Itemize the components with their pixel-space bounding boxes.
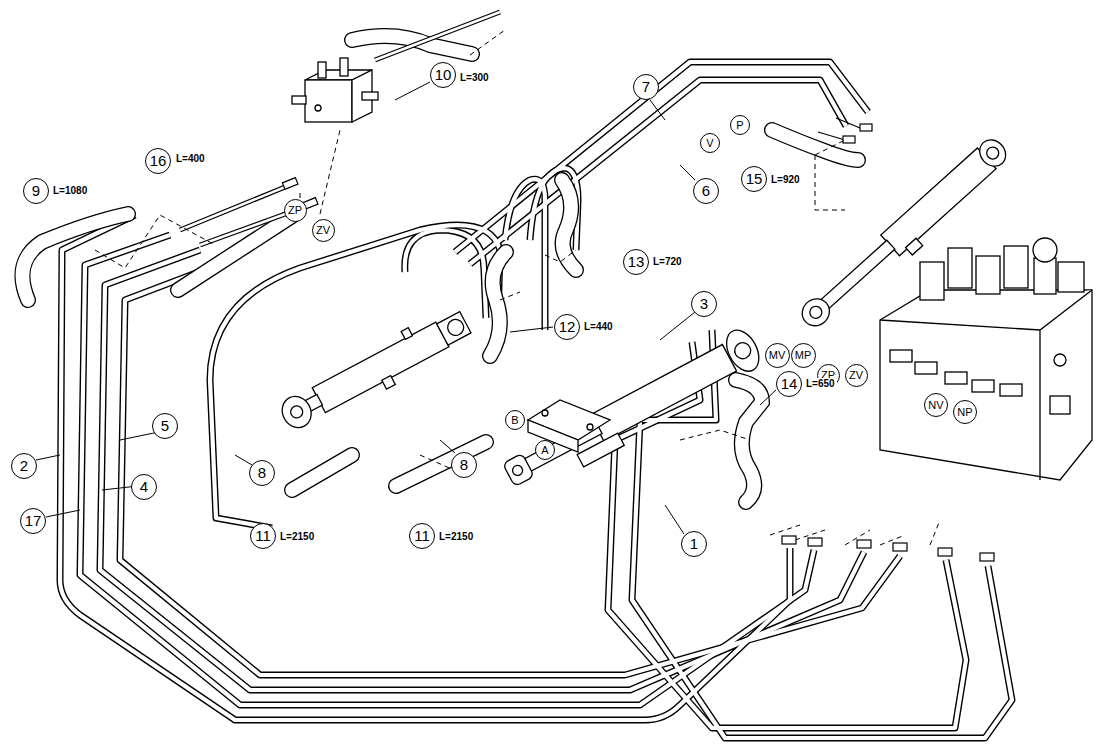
port-name: V xyxy=(706,137,713,149)
length-label: L=650 xyxy=(804,378,837,390)
callout-circle: 3 xyxy=(691,291,717,317)
port-label-circle: B xyxy=(505,410,525,430)
callout-circle: 1 xyxy=(681,531,707,557)
callout-number: 5 xyxy=(161,417,169,434)
callout-circle: 17 xyxy=(20,508,46,534)
callout-circle: 5 xyxy=(152,413,178,439)
port-label-circle: V xyxy=(700,133,720,153)
port-name: ZV xyxy=(849,369,863,381)
callout-circle: 14 xyxy=(776,371,802,397)
callout-number: 9 xyxy=(32,182,40,199)
callout-circle: 4 xyxy=(131,474,157,500)
callout-circle: 6 xyxy=(693,178,719,204)
callout-circle: 7 xyxy=(633,74,659,100)
callout-number: 1 xyxy=(690,535,698,552)
length-label: L=720 xyxy=(651,256,684,268)
callout-number: 3 xyxy=(700,295,708,312)
port-label-circle: A xyxy=(535,440,555,460)
port-label-circle: ZP xyxy=(284,199,307,222)
port-label-circle: P xyxy=(730,115,750,135)
callout-number: 16 xyxy=(150,152,167,169)
length-label: L=440 xyxy=(582,321,615,333)
length-label: L=2150 xyxy=(437,531,475,543)
port-label-circle: MV xyxy=(765,343,790,368)
port-label-circle: MP xyxy=(791,343,816,368)
callout-number: 17 xyxy=(25,512,42,529)
length-label: L=2150 xyxy=(278,531,316,543)
callout-number: 8 xyxy=(460,456,468,473)
length-label: L=920 xyxy=(769,174,802,186)
callout-circle: 15 xyxy=(741,166,767,192)
port-name: ZV xyxy=(316,224,330,236)
port-name: B xyxy=(511,414,518,426)
callout-number: 10 xyxy=(435,66,452,83)
port-name: ZP xyxy=(288,204,302,216)
port-name: A xyxy=(541,444,548,456)
port-name: MV xyxy=(769,349,786,361)
callout-circle: 13 xyxy=(623,249,649,275)
port-label-circle: ZV xyxy=(312,219,335,242)
port-name: P xyxy=(736,119,743,131)
callout-number: 4 xyxy=(140,478,148,495)
port-label-circle: ZV xyxy=(845,364,868,387)
callout-number: 8 xyxy=(258,464,266,481)
callout-circle: 12 xyxy=(554,314,580,340)
callout-number: 6 xyxy=(702,182,710,199)
port-label-circle: NV xyxy=(924,393,948,417)
callout-number: 11 xyxy=(255,527,271,544)
callout-circle: 11 xyxy=(250,523,276,549)
callout-circle: 10 xyxy=(430,62,456,88)
callout-number: 15 xyxy=(746,170,763,187)
length-label: L=1080 xyxy=(51,185,89,197)
port-name: MP xyxy=(795,349,812,361)
callout-circle: 11 xyxy=(409,523,435,549)
callout-number: 7 xyxy=(642,78,650,95)
port-label-circle: NP xyxy=(953,400,977,424)
length-label: L=300 xyxy=(458,72,491,84)
callout-circle: 8 xyxy=(249,460,275,486)
port-name: NP xyxy=(957,406,972,418)
callout-number: 12 xyxy=(559,318,576,335)
callout-circle: 16 xyxy=(145,148,171,174)
callout-number: 13 xyxy=(628,253,645,270)
callout-circle: 8 xyxy=(451,452,477,478)
length-label: L=400 xyxy=(174,153,207,165)
callout-number: 14 xyxy=(781,375,798,392)
callout-circle: 2 xyxy=(11,453,37,479)
port-name: NV xyxy=(928,399,943,411)
callout-number: 2 xyxy=(20,457,28,474)
callout-number: 11 xyxy=(414,527,430,544)
callout-circle: 9 xyxy=(23,178,49,204)
